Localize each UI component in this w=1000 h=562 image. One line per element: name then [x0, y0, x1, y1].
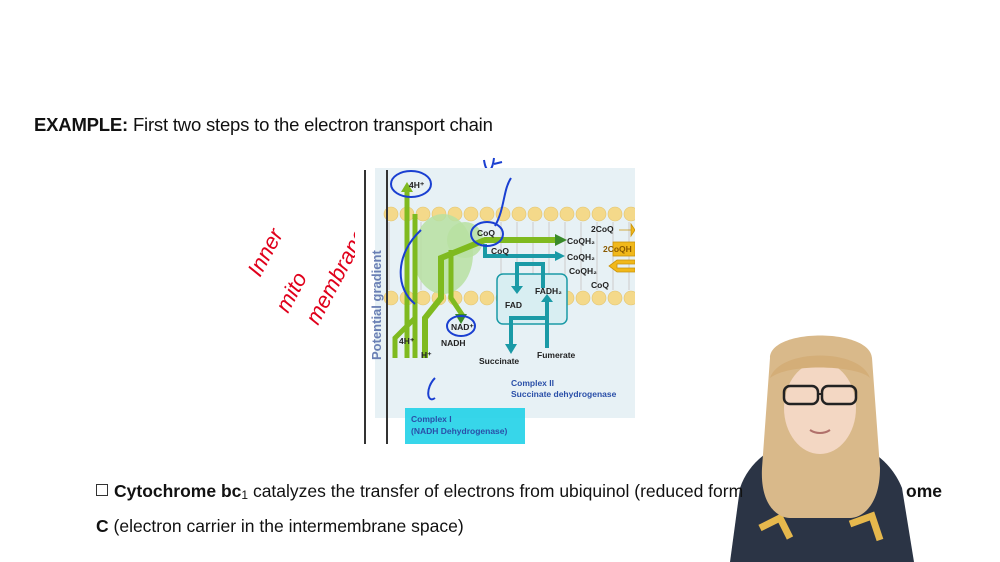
- label-nad: NAD⁺: [451, 322, 474, 332]
- label-coqh2-a: CoQH₂: [567, 236, 595, 246]
- cytochrome-bold: Cytochrome bc: [114, 481, 242, 501]
- complex1-title: Complex I: [411, 414, 452, 424]
- label-h-plus: H⁺: [421, 350, 432, 360]
- subscript-1: 1: [241, 488, 249, 502]
- complex2-title: Complex II: [511, 378, 554, 388]
- label-4h-bottom: 4H⁺: [399, 336, 415, 346]
- line1-tail: ome: [906, 481, 942, 501]
- presenter-video: [730, 335, 914, 562]
- label-coqh2-b: CoQH₂: [567, 252, 595, 262]
- body-text-line-1: Cytochrome bc1 catalyzes the transfer of…: [96, 481, 743, 502]
- label-coq-b: CoQ: [491, 246, 509, 256]
- annotation-inner: Inner: [242, 223, 288, 280]
- label-fadh2: FADH₂: [535, 286, 562, 296]
- label-coq-a: CoQ: [477, 228, 495, 238]
- label-fumerate: Fumerate: [537, 350, 576, 360]
- handwritten-annotation: Inner mito membrane: [242, 223, 370, 328]
- label-coqh2-c: CoQH₂: [569, 266, 597, 276]
- line2-bold: C: [96, 516, 109, 536]
- example-text: First two steps to the electron transpor…: [128, 114, 493, 135]
- line2-rest: (electron carrier in the intermembrane s…: [108, 516, 464, 536]
- label-2coq: 2CoQ: [591, 224, 614, 234]
- label-4h-top: 4H⁺: [409, 180, 425, 190]
- complex2-name: Succinate dehydrogenase: [511, 389, 617, 399]
- label-2coqh: 2CoQH: [603, 244, 632, 254]
- example-heading: EXAMPLE: First two steps to the electron…: [34, 114, 493, 136]
- example-label: EXAMPLE:: [34, 114, 128, 135]
- potential-gradient-label: Potential gradient: [369, 250, 384, 360]
- line1-rest: catalyzes the transfer of electrons from…: [248, 481, 744, 501]
- label-coq-right: CoQ: [591, 280, 609, 290]
- body-text-line-2: C (electron carrier in the intermembrane…: [96, 516, 464, 537]
- label-succinate: Succinate: [479, 356, 519, 366]
- complex1-name: (NADH Dehydrogenase): [411, 426, 508, 436]
- checkbox-icon: [96, 484, 108, 496]
- electron-transport-diagram: Potential gradient 4H⁺ CoQ CoQ CoQH₂ CoQ…: [355, 168, 635, 446]
- label-fad: FAD: [505, 300, 522, 310]
- label-nadh: NADH: [441, 338, 466, 348]
